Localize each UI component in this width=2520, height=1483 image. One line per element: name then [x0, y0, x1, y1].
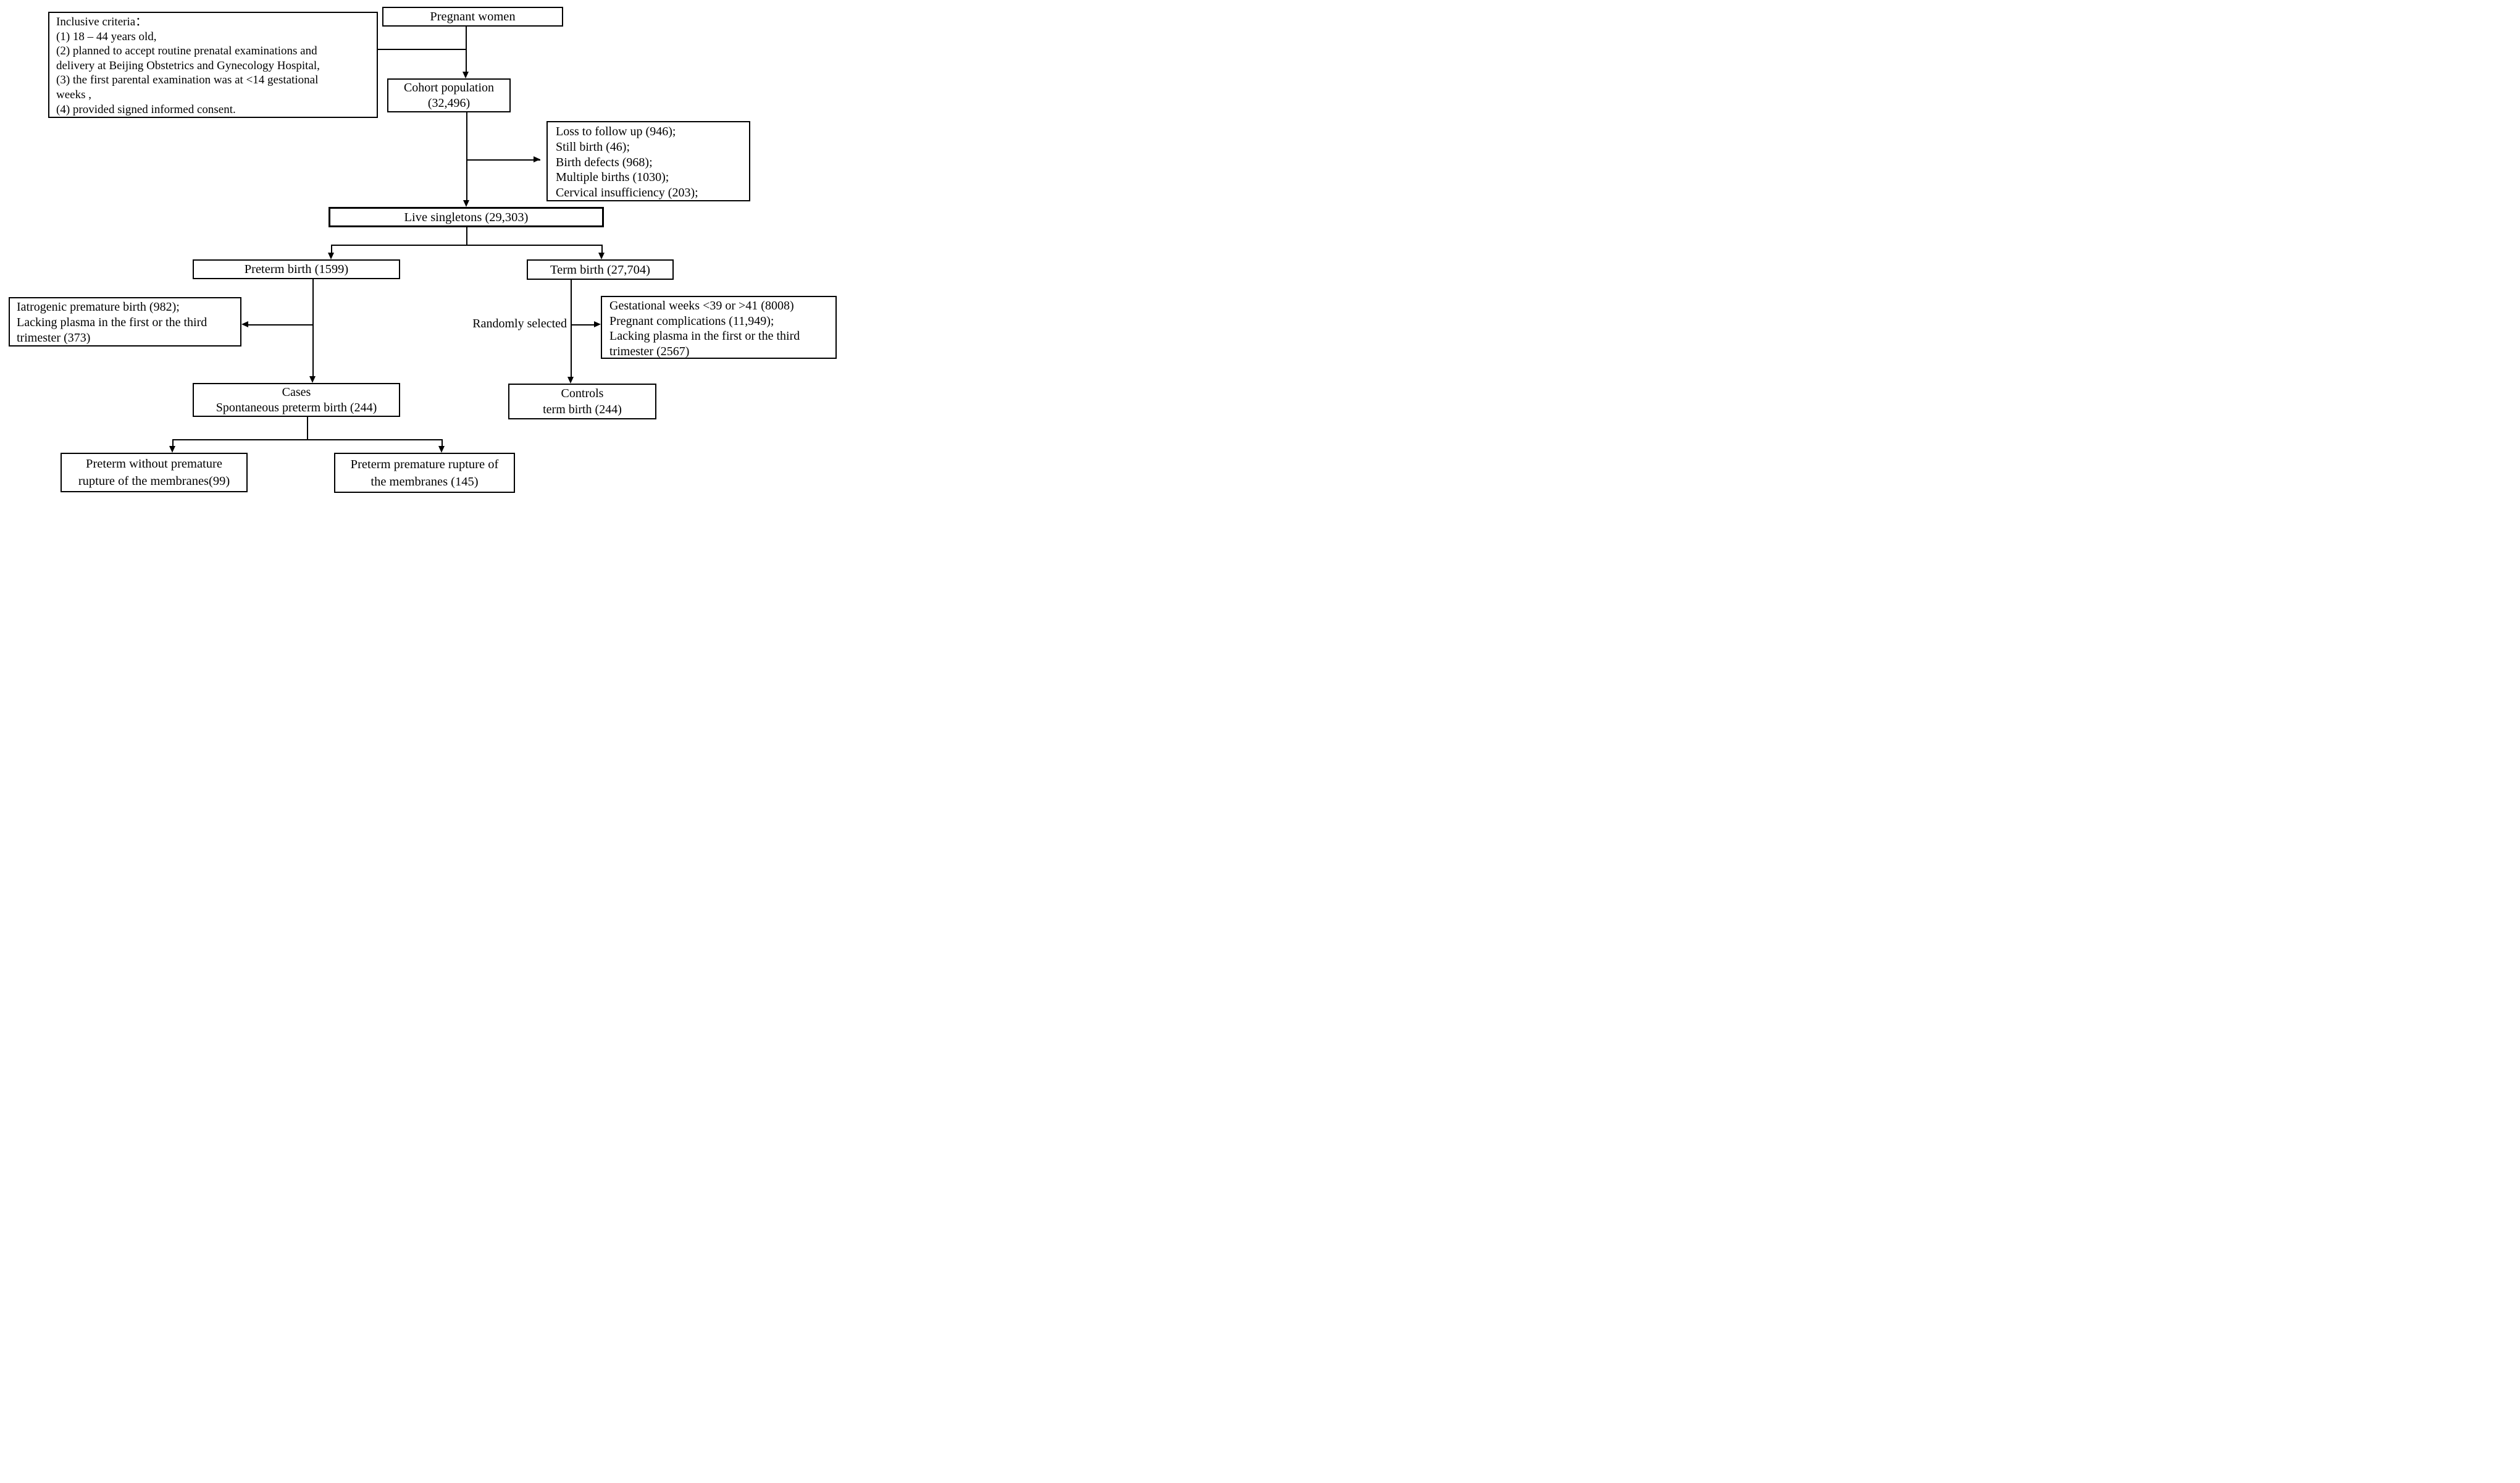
- arrowhead-into-early-exclusions: [534, 156, 540, 162]
- box-label: Term birth (27,704): [550, 263, 650, 277]
- connector-drop-without-prom: [172, 440, 174, 447]
- connector-drop-prom: [442, 440, 443, 447]
- connector-to-preterm-exclusions: [248, 324, 313, 326]
- criteria-line: weeks ,: [56, 88, 91, 101]
- connector-pregnant-to-cohort: [466, 27, 467, 72]
- box-label-line: term birth (244): [543, 403, 622, 416]
- connector-bottom-split: [172, 439, 443, 440]
- criteria-line: (1) 18 – 44 years old,: [56, 30, 157, 43]
- exclusion-line: Pregnant complications (11,949);: [609, 314, 774, 328]
- criteria-line: delivery at Beijing Obstetrics and Gynec…: [56, 59, 320, 72]
- box-early-exclusions: Loss to follow up (946); Still birth (46…: [546, 121, 750, 201]
- box-label-line: the membranes (145): [370, 474, 479, 489]
- exclusion-line: Loss to follow up (946);: [556, 125, 676, 138]
- arrowhead-into-controls: [567, 377, 574, 384]
- box-live-singletons: Live singletons (29,303): [329, 207, 604, 227]
- exclusion-line: trimester (373): [17, 331, 91, 345]
- box-label-line: Preterm premature rupture of: [350, 457, 499, 471]
- connector-live-stub: [466, 227, 467, 245]
- exclusion-line: trimester (2567): [609, 344, 690, 358]
- connector-to-early-exclusions: [467, 159, 540, 161]
- box-controls: Controls term birth (244): [508, 384, 656, 419]
- exclusion-line: Gestational weeks <39 or >41 (8008): [609, 299, 794, 313]
- box-label-line: Preterm without premature: [86, 457, 222, 471]
- arrowhead-into-term: [598, 253, 605, 259]
- box-label: Preterm birth (1599): [244, 263, 349, 276]
- box-label: Live singletons (29,303): [404, 210, 529, 224]
- box-inclusive-criteria: Inclusive criteria： (1) 18 – 44 years ol…: [48, 12, 378, 118]
- exclusion-line: Lacking plasma in the first or the third: [17, 316, 207, 329]
- box-label-line: Controls: [561, 387, 604, 400]
- box-label-line: Cases: [282, 385, 311, 399]
- box-label-line: (32,496): [427, 96, 471, 110]
- connector-drop-preterm: [331, 245, 332, 253]
- exclusion-line: Lacking plasma in the first or the third: [609, 329, 800, 343]
- box-label-line: rupture of the membranes(99): [78, 474, 230, 488]
- arrowhead-into-preterm: [328, 253, 334, 259]
- box-cohort-population: Cohort population (32,496): [387, 78, 511, 112]
- arrowhead-into-prom: [438, 446, 445, 453]
- box-cases: Cases Spontaneous preterm birth (244): [193, 383, 400, 417]
- box-preterm-prom: Preterm premature rupture of the membran…: [334, 453, 515, 493]
- arrowhead-into-live: [463, 200, 469, 207]
- criteria-line: (4) provided signed informed consent.: [56, 103, 236, 116]
- connector-term-to-controls: [571, 280, 572, 377]
- arrowhead-into-preterm-exclusions: [241, 321, 248, 327]
- box-preterm-exclusions: Iatrogenic premature birth (982); Lackin…: [9, 297, 241, 347]
- connector-cohort-to-live: [466, 112, 467, 201]
- criteria-line: (3) the first parental examination was a…: [56, 74, 319, 87]
- connector-preterm-to-cases: [312, 279, 314, 377]
- box-preterm-without-prom: Preterm without premature rupture of the…: [61, 453, 248, 492]
- box-label-line: Spontaneous preterm birth (244): [216, 400, 377, 414]
- box-label-line: Cohort population: [403, 80, 495, 95]
- exclusion-line: Iatrogenic premature birth (982);: [17, 300, 180, 314]
- connector-split-horizontal: [331, 245, 603, 246]
- criteria-line: Inclusive criteria：: [56, 15, 148, 28]
- box-label: Pregnant women: [430, 10, 516, 23]
- box-pregnant-women: Pregnant women: [382, 7, 563, 27]
- flow-diagram-canvas: Inclusive criteria： (1) 18 – 44 years ol…: [0, 0, 840, 495]
- label-randomly-selected: Randomly selected: [472, 317, 567, 330]
- exclusion-line: Cervical insufficiency (203);: [556, 186, 698, 200]
- exclusion-line: Still birth (46);: [556, 140, 630, 154]
- connector-drop-term: [601, 245, 603, 253]
- arrowhead-into-without-prom: [169, 446, 175, 453]
- arrowhead-into-cases: [309, 376, 316, 383]
- exclusion-line: Birth defects (968);: [556, 155, 653, 169]
- box-preterm-birth: Preterm birth (1599): [193, 259, 400, 279]
- connector-criteria-to-main: [378, 49, 467, 50]
- criteria-line: (2) planned to accept routine prenatal e…: [56, 44, 317, 58]
- arrowhead-into-term-exclusions: [594, 321, 601, 327]
- connector-cases-stub: [307, 417, 308, 440]
- exclusion-line: Multiple births (1030);: [556, 170, 669, 185]
- arrowhead-into-cohort: [463, 72, 469, 78]
- box-term-birth: Term birth (27,704): [527, 259, 674, 280]
- box-term-exclusions: Gestational weeks <39 or >41 (8008) Preg…: [601, 296, 837, 359]
- connector-to-term-exclusions: [571, 324, 595, 326]
